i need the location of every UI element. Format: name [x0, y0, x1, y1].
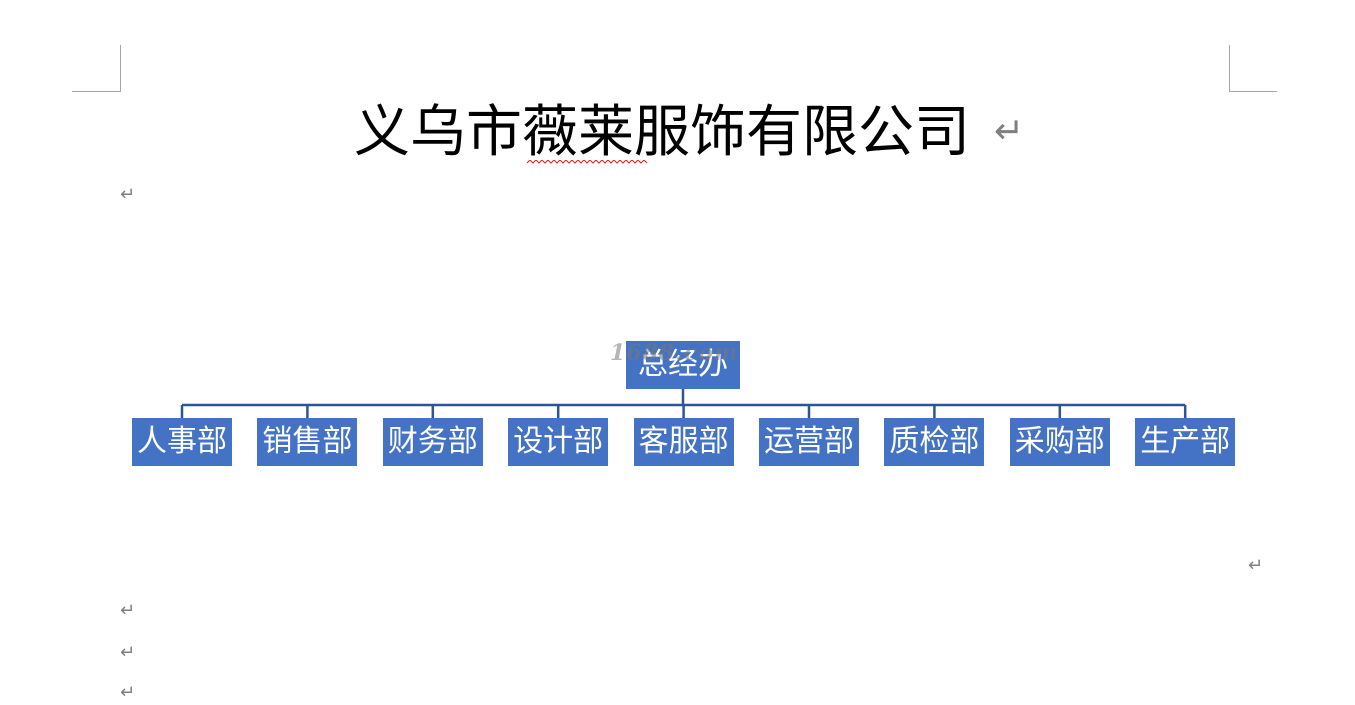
spelling-error-underline: [527, 160, 648, 164]
document-title-text[interactable]: 义乌市薇莱服饰有限公司: [354, 100, 970, 165]
top-right-margin-marker: [1229, 45, 1277, 92]
org-node-department[interactable]: 销售部: [257, 418, 358, 466]
paragraph-mark: ↵: [120, 642, 136, 663]
org-node-department[interactable]: 采购部: [1009, 418, 1110, 466]
paragraph-mark: ↵: [120, 600, 136, 621]
org-node-department[interactable]: 设计部: [508, 418, 609, 466]
top-left-margin-marker: [72, 45, 121, 92]
org-node-department[interactable]: 生产部: [1135, 418, 1236, 466]
org-node-department[interactable]: 财务部: [382, 418, 483, 466]
document-title[interactable]: 义乌市薇莱服饰有限公司: [354, 96, 970, 170]
watermark: 1688.com: [610, 340, 739, 366]
org-node-department[interactable]: 运营部: [759, 418, 859, 466]
title-paragraph-mark: ↵: [994, 111, 1025, 152]
paragraph-mark: ↵: [120, 184, 136, 205]
paragraph-mark: ↵: [120, 682, 136, 703]
paragraph-mark: ↵: [1248, 555, 1264, 576]
org-node-general-office[interactable]: 总经办: [626, 341, 740, 389]
org-node-department[interactable]: 人事部: [132, 418, 232, 466]
org-node-department[interactable]: 质检部: [884, 418, 985, 466]
org-node-department[interactable]: 客服部: [633, 418, 734, 466]
